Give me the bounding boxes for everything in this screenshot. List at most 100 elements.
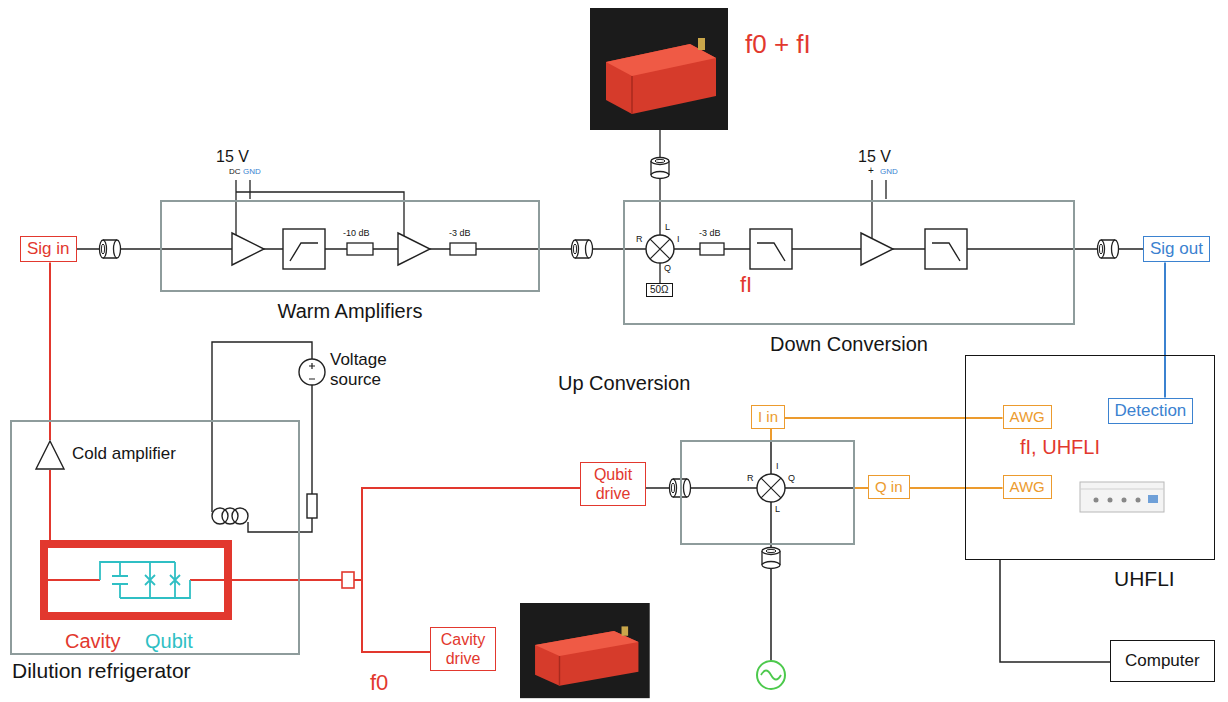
box-label: Detection xyxy=(1115,401,1187,421)
port-box: Q in xyxy=(868,475,910,499)
signal-generator-photo xyxy=(590,8,728,130)
warm-amplifier-chain xyxy=(162,180,538,269)
box-label: Sig in xyxy=(27,239,70,259)
mixer-symbol xyxy=(757,474,785,502)
signal-label: + xyxy=(868,166,874,176)
cavity-line xyxy=(48,579,224,581)
device-port xyxy=(1094,498,1099,503)
box-label: Dilution refrigerator xyxy=(12,659,191,683)
signal-label: Voltage source xyxy=(330,350,410,389)
signal-wire xyxy=(910,487,1003,489)
box-label: AWG xyxy=(1010,478,1045,496)
box-label: Qubit drive xyxy=(587,465,639,503)
voltage-source-symbol xyxy=(299,359,325,385)
box-label: Q in xyxy=(875,478,903,496)
local-oscillator-symbol xyxy=(757,661,785,689)
computer-box: Computer xyxy=(1110,640,1215,682)
box-label: 50Ω xyxy=(650,284,669,296)
signal-label: DC xyxy=(229,168,241,176)
amplifier-node: Cold amplifier xyxy=(35,440,65,470)
box-label: Qubit xyxy=(145,630,193,653)
down-conversion-chain xyxy=(590,8,1073,283)
supply-wire xyxy=(236,180,404,236)
module-box: Down Conversion50Ω xyxy=(623,200,1075,325)
port-box: Sig in xyxy=(20,236,77,262)
connector-symbol xyxy=(100,240,121,258)
signal-line xyxy=(625,248,1073,250)
qubit-circuit xyxy=(48,562,354,598)
box-label: Computer xyxy=(1125,651,1200,671)
cavity-box: CavityQubit xyxy=(40,540,232,620)
signal-label: -3 dB xyxy=(449,229,471,238)
drive-box: Qubit drive xyxy=(580,462,646,506)
signal-label: f0 + fI xyxy=(745,30,811,60)
module-box: Up Conversion xyxy=(680,440,855,545)
signal-label: GND xyxy=(880,168,898,176)
signal-label: I xyxy=(776,462,779,471)
signal-wire xyxy=(785,417,1003,419)
box-label: UHFLI xyxy=(1114,567,1175,591)
signal-label: I xyxy=(677,235,680,244)
cryostat-box: Dilution refrigeratorCold amplifierCavit… xyxy=(10,420,300,655)
bias-wire xyxy=(212,342,312,532)
polarity-mark xyxy=(309,363,315,379)
signal-label: -3 dB xyxy=(699,229,721,238)
attenuator-symbol xyxy=(450,243,476,255)
signal-label: L xyxy=(775,505,780,514)
signal-wire xyxy=(232,580,430,652)
box-label: Up Conversion xyxy=(558,372,690,395)
connector-symbol xyxy=(1098,240,1119,258)
signal-wire xyxy=(855,487,868,489)
signal-wire xyxy=(770,429,772,440)
qubit-symbol xyxy=(100,562,190,598)
box-label: Sig out xyxy=(1150,239,1203,259)
lock-in-device-photo xyxy=(1080,482,1164,512)
signal-label: 15 V xyxy=(858,148,891,166)
signal-label: R xyxy=(747,474,754,483)
attenuator-symbol xyxy=(700,243,724,255)
box-label: Down Conversion xyxy=(625,333,1073,356)
amplifier-symbol xyxy=(232,233,264,265)
signal-label: GND xyxy=(243,168,261,176)
module-box: Warm Amplifiers xyxy=(160,200,540,292)
terminator-box: 50Ω xyxy=(646,283,673,297)
combiner-symbol xyxy=(342,572,354,588)
connector-symbol xyxy=(651,158,669,179)
signal-wire xyxy=(1164,262,1166,397)
signal-wire xyxy=(49,262,51,440)
signal-wire xyxy=(232,488,580,580)
coil-symbol xyxy=(212,508,228,524)
resistor-symbol xyxy=(307,494,317,518)
amplifier-symbol xyxy=(398,233,430,265)
box-label: I in xyxy=(758,408,778,426)
signal-label: L xyxy=(665,223,670,232)
amplifier-symbol xyxy=(861,233,893,265)
signal-wire xyxy=(1000,560,1110,662)
device-display xyxy=(1148,495,1158,503)
coil-symbol xyxy=(222,508,238,524)
box-label: AWG xyxy=(1010,408,1045,426)
port-box: Sig out xyxy=(1143,236,1210,262)
device-body xyxy=(1080,482,1164,512)
box-label: Cavity xyxy=(65,630,121,653)
device-port xyxy=(1122,498,1127,503)
box-label: Cold amplifier xyxy=(72,444,176,464)
up-conversion-chain xyxy=(670,442,854,689)
sine-symbol xyxy=(761,671,781,680)
device-port xyxy=(1136,498,1141,503)
amplifier-symbol xyxy=(36,441,64,469)
signal-generator-photo xyxy=(520,603,650,698)
box-label: Warm Amplifiers xyxy=(162,300,538,323)
mixer-symbol xyxy=(646,235,674,263)
signal-label: Q xyxy=(664,264,671,273)
filter-symbol xyxy=(750,229,792,269)
connector-symbol xyxy=(572,240,593,258)
amplifier-symbol xyxy=(35,440,65,470)
device-port xyxy=(1108,498,1113,503)
supply-wire xyxy=(660,130,886,283)
signal-label: 15 V xyxy=(216,148,249,166)
filter-symbol xyxy=(283,229,325,269)
signal-label: fI xyxy=(740,272,752,297)
